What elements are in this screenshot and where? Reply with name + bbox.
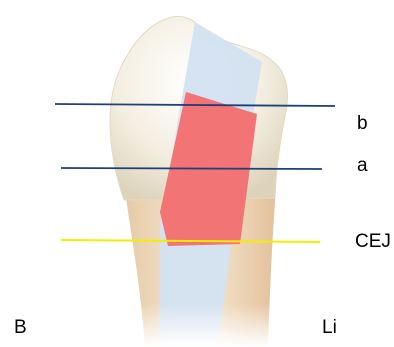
line-b (55, 104, 335, 106)
root-fade (100, 250, 300, 347)
label-buccal: B (14, 318, 27, 337)
label-b: b (357, 114, 368, 133)
cej-line (61, 240, 320, 242)
label-a: a (357, 156, 368, 175)
label-cej: CEJ (355, 232, 391, 251)
line-a (61, 168, 322, 169)
label-lingual: Li (322, 318, 337, 337)
